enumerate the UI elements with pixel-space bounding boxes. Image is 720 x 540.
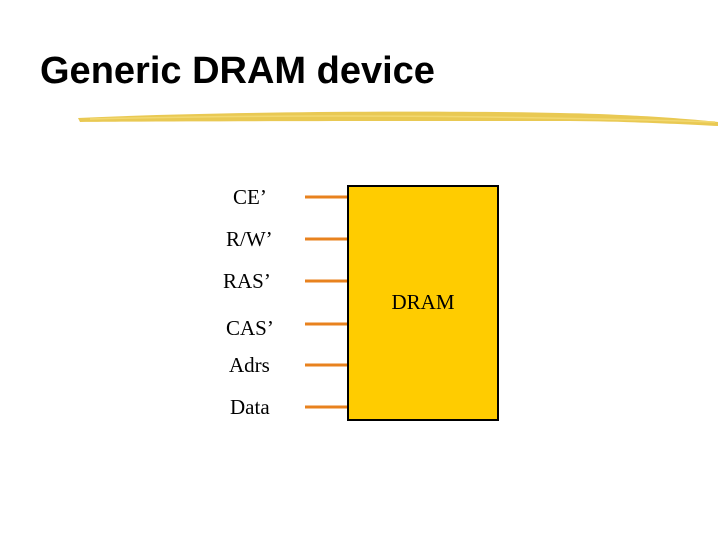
dram-chip-label: DRAM [391, 290, 455, 314]
dram-chip-box [347, 185, 499, 421]
slide-title: Generic DRAM device [40, 50, 435, 92]
pin-label-ras: RAS’ [223, 269, 271, 293]
pin-label-ce: CE’ [233, 185, 267, 209]
pin-lines [305, 195, 348, 409]
pin-label-data: Data [230, 395, 270, 419]
pin-label-adrs: Adrs [229, 353, 270, 377]
pin-label-cas: CAS’ [226, 316, 274, 340]
pin-label-rw: R/W’ [226, 227, 273, 251]
